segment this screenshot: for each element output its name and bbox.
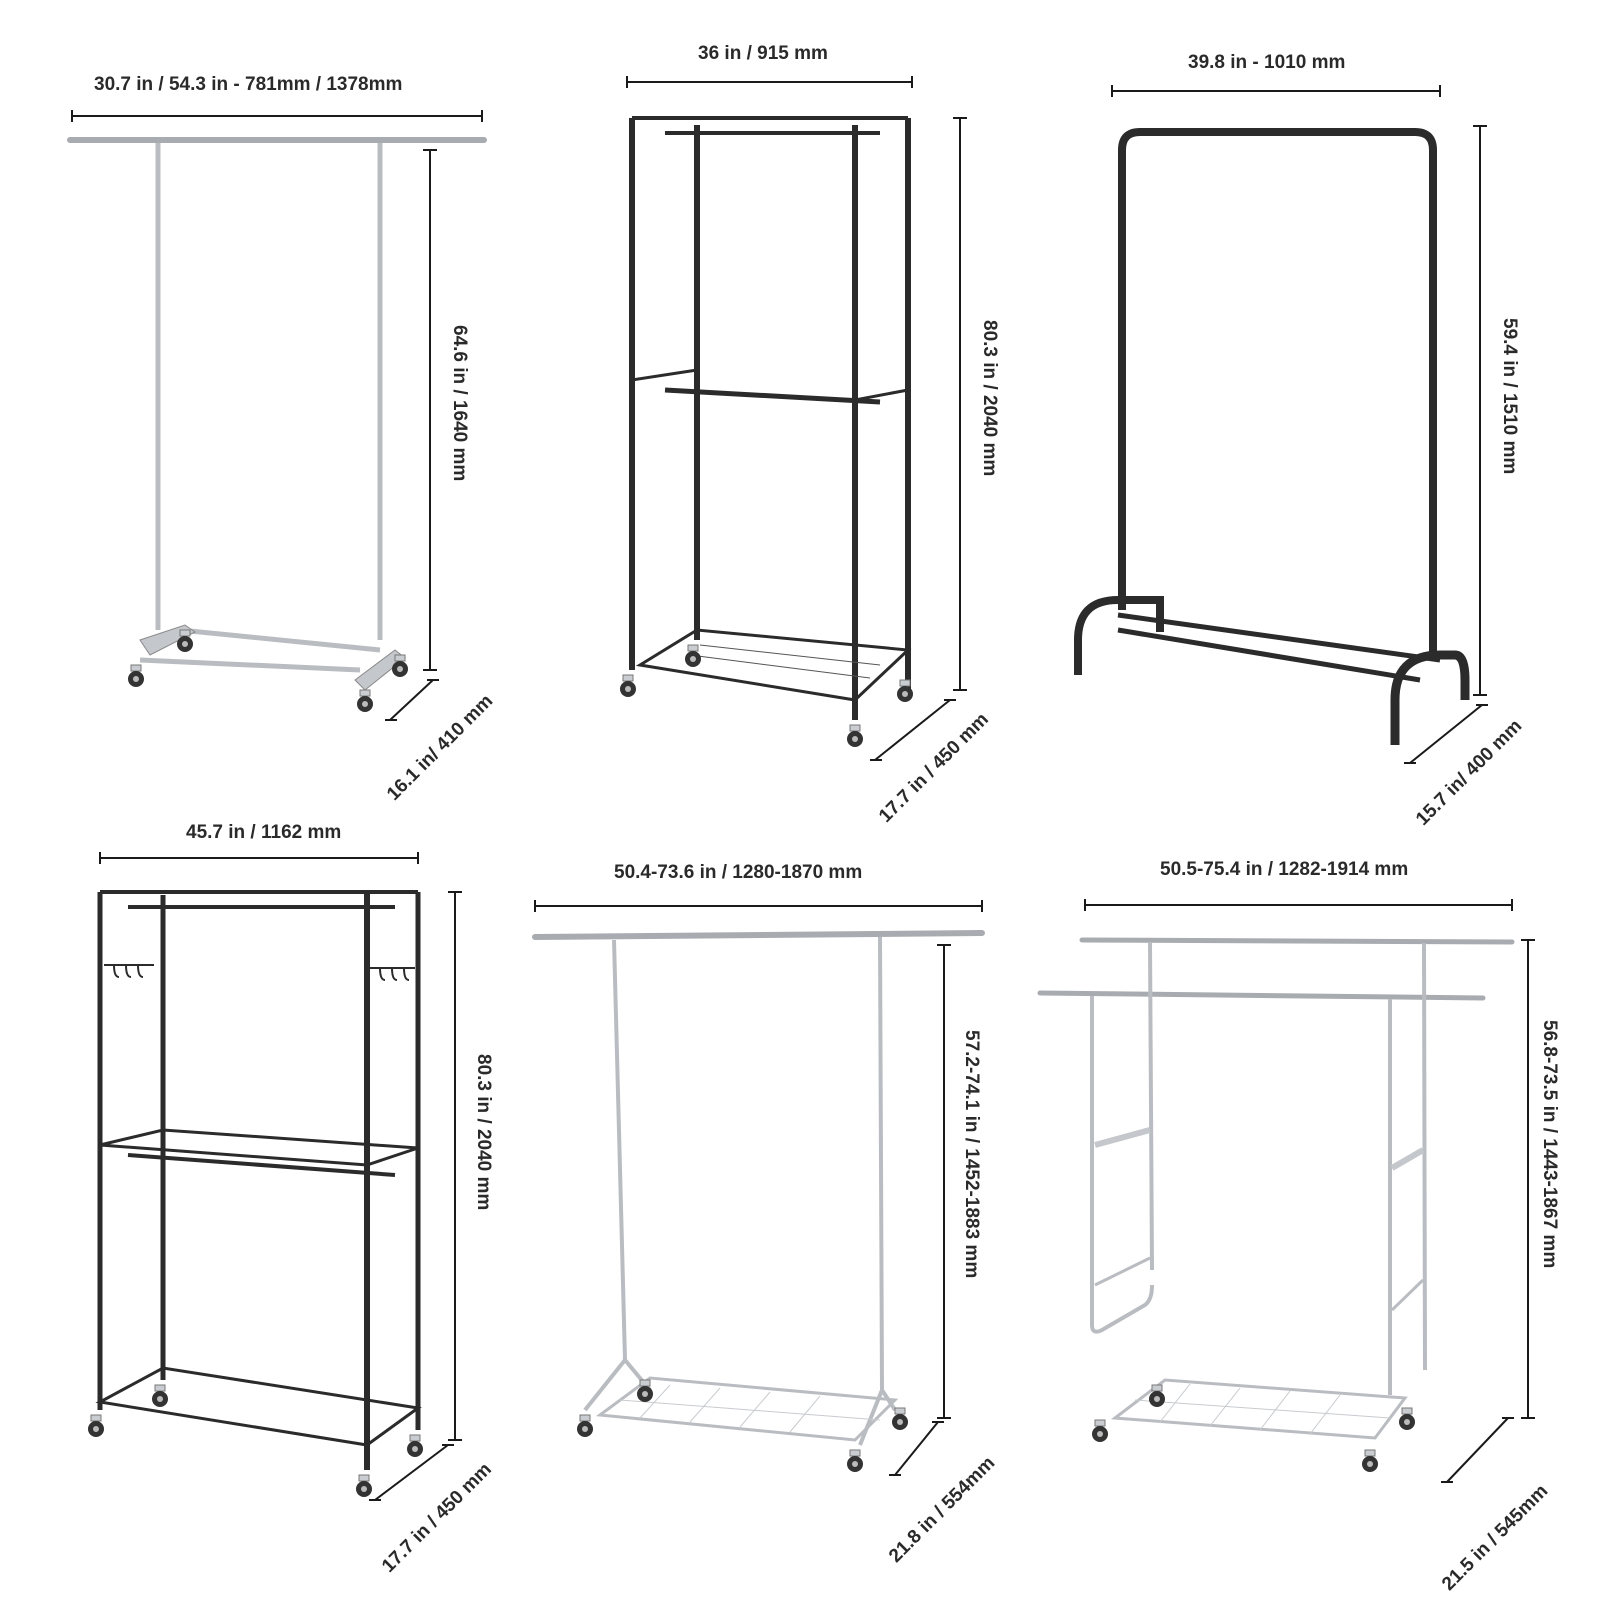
depth-dimension-line — [389, 679, 434, 721]
rack-4-height-label: 80.3 in / 2040 mm — [473, 1054, 494, 1211]
rack-2-width-label: 36 in / 915 mm — [698, 43, 828, 64]
rack-2-illustration — [619, 76, 967, 761]
rack-5-height-label: 57.2-74.1 in / 1452-1883 mm — [961, 1030, 982, 1279]
rack-3-width-label: 39.8 in - 1010 mm — [1188, 52, 1346, 73]
rack-4-width-label: 45.7 in / 1162 mm — [186, 822, 342, 843]
rack-6-illustration — [1037, 899, 1535, 1483]
rack-1-height-label: 64.6 in / 1640 mm — [449, 325, 470, 482]
rack-1-illustration — [67, 110, 487, 721]
rack-3-illustration — [1074, 85, 1488, 764]
rack-6-height-label: 56.8-73.5 in / 1443-1867 mm — [1539, 1020, 1560, 1269]
rack-5-illustration — [532, 900, 985, 1476]
rack-3-height-label: 59.4 in / 1510 mm — [1499, 318, 1520, 475]
rack-1-width-label: 30.7 in / 54.3 in - 781mm / 1378mm — [94, 74, 403, 95]
rack-6-width-label: 50.5-75.4 in / 1282-1914 mm — [1160, 859, 1409, 880]
rack-2-height-label: 80.3 in / 2040 mm — [979, 320, 1000, 477]
rack-4-illustration — [87, 852, 462, 1501]
rack-5-width-label: 50.4-73.6 in / 1280-1870 mm — [614, 862, 863, 883]
